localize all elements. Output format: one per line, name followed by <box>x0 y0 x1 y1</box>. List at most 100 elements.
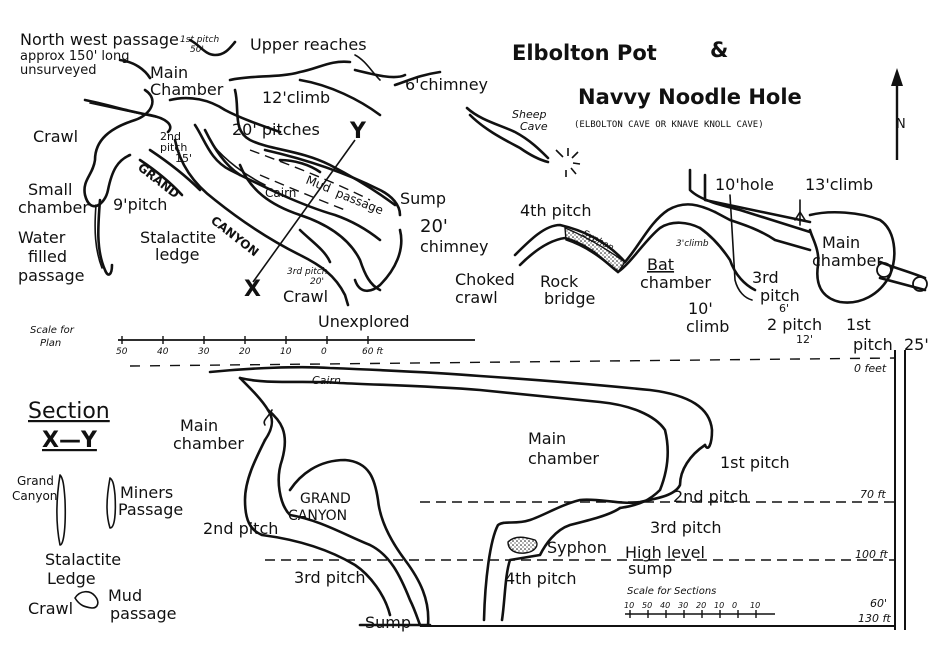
plan-label-second-pitch-2: pitch <box>160 141 187 154</box>
section-scale-tick-label: 10 <box>624 601 634 610</box>
plan-label-second-pitch-3: 15' <box>175 152 192 165</box>
plan-label-choked-1: Choked <box>455 270 515 289</box>
section-labels: Cairn Main chamber GRAND CANYON 2nd pitc… <box>173 374 790 632</box>
section-scale-label: Scale for Sections <box>627 586 716 597</box>
title-block: Elbolton Pot & Navvy Noodle Hole (ELBOLT… <box>512 38 802 130</box>
plan-label-sump-top: Sump <box>400 189 446 208</box>
legend-miners-2: Passage <box>118 500 183 519</box>
section-label-high-level-1: High level <box>625 543 705 562</box>
plan-label-water-2: filled <box>28 247 67 266</box>
legend-mud-1: Mud <box>108 586 142 605</box>
plan-label-unexplored: Unexplored <box>318 312 410 331</box>
plan-label-stalactite-1: Stalactite <box>140 228 216 247</box>
plan-elbolton-passages <box>83 38 442 307</box>
plan-scale-tick-label: 0 <box>321 347 327 357</box>
section-label-grand-canyon-1: GRAND <box>300 491 351 507</box>
plan-label-north-west-3: unsurveyed <box>20 63 96 78</box>
plan-label-two-pitch-1: 2 pitch <box>767 315 822 334</box>
plan-label-rock-2: bridge <box>544 289 595 308</box>
legend-mud-2: passage <box>110 604 176 623</box>
plan-navvy-noodle-hole <box>513 168 928 304</box>
section-label-grand-canyon-2: CANYON <box>288 508 347 524</box>
plan-label-ten-climb-1: 10' <box>688 299 713 318</box>
plan-labels: North west passage approx 150' long unsu… <box>18 30 929 354</box>
plan-label-second-pitch-1: 2nd <box>160 130 181 143</box>
plan-label-twenty-pitches: 20' pitches <box>232 120 320 139</box>
sheep-cave-entrance-icon <box>555 148 581 177</box>
plan-scale-tick-label: 60 ft <box>362 347 383 357</box>
plan-scale-label-1: Scale for <box>30 325 75 336</box>
section-label-second-pitch-right: 2nd pitch <box>673 487 748 506</box>
depth-mark-0: 0 feet <box>854 362 887 375</box>
section-label-sump: Sump <box>365 613 411 632</box>
plan-label-upper-reaches: Upper reaches <box>250 35 367 54</box>
plan-label-bat-1: Bat <box>647 255 674 274</box>
plan-label-first-pitch-top-depth: 50' <box>190 45 204 55</box>
plan-label-choked-2: crawl <box>455 288 498 307</box>
section-scale-tick-label: 0 <box>732 601 737 610</box>
section-label-cairn: Cairn <box>312 374 341 387</box>
section-profile <box>208 365 714 627</box>
plan-label-ten-hole: 10'hole <box>715 175 774 194</box>
legend-grand-2: Canyon <box>12 489 57 503</box>
section-label-main-chamber-right-1: Main <box>528 429 566 448</box>
plan-scale-label-2: Plan <box>40 338 61 349</box>
plan-label-thirteen-climb: 13'climb <box>805 175 873 194</box>
plan-scale-tick-label: 50 <box>116 347 128 357</box>
plan-label-sheep-cave-2: Cave <box>520 120 548 133</box>
plan-section-line: Y X <box>244 119 367 302</box>
section-scale-tick-label: 30 <box>678 601 688 610</box>
plan-label-six-chimney: 6'chimney <box>405 75 488 94</box>
plan-label-crawl-bottom: Crawl <box>283 287 328 306</box>
depth-mark-60: 60' <box>870 597 887 610</box>
plan-label-three-climb: 3'climb <box>676 239 709 249</box>
plan-label-north-west-1: North west passage <box>20 30 179 49</box>
title-alt-name: (ELBOLTON CAVE OR KNAVE KNOLL CAVE) <box>574 120 764 130</box>
plan-scale-tick-label: 20 <box>239 347 251 357</box>
plan-scale-bar: Scale for Plan 50 40 30 20 10 0 60 ft <box>30 325 475 357</box>
legend-crawl: Crawl <box>28 599 73 618</box>
plan-label-main-chamber-1: Main <box>150 63 188 82</box>
plan-scale-tick-label: 40 <box>157 347 169 357</box>
section-legend: Grand Canyon Miners Passage Stalactite L… <box>12 474 183 623</box>
section-title: Section <box>28 399 110 424</box>
north-arrow-icon: N <box>891 68 906 160</box>
plan-label-fourth-pitch: 4th pitch <box>520 201 592 220</box>
plan-label-water-3: passage <box>18 266 84 285</box>
plan-label-main-chamber-2: Chamber <box>150 80 224 99</box>
plan-label-nav-main-2: chamber <box>812 251 883 270</box>
section-label-third-pitch-right: 3rd pitch <box>650 518 722 537</box>
plan-label-cairn: Cairn <box>265 186 296 200</box>
section-label-second-pitch: 2nd pitch <box>203 519 278 538</box>
plan-label-nav-third-1: 3rd <box>752 268 779 287</box>
section-scale-tick-label: 10 <box>750 601 760 610</box>
plan-sheep-cave <box>465 106 581 177</box>
plan-label-nav-first-1: 1st <box>846 315 871 334</box>
plan-label-nine-pitch: 9'pitch <box>113 195 167 214</box>
plan-label-water-1: Water <box>18 228 66 247</box>
plan-label-small-chamber-1: Small <box>28 180 72 199</box>
title-line1: Elbolton Pot <box>512 41 657 65</box>
plan-label-rock-1: Rock <box>540 272 579 291</box>
plan-scale-tick-label: 30 <box>198 347 210 357</box>
plan-label-nav-first-3: 25' <box>904 335 929 354</box>
plan-label-stalactite-2: ledge <box>155 245 199 264</box>
plan-label-crawl-left: Crawl <box>33 127 78 146</box>
section-label-main-chamber-left-1: Main <box>180 416 218 435</box>
plan-label-third-pitch-2: 20' <box>310 277 324 287</box>
plan-label-nav-first-2: pitch <box>853 335 893 354</box>
plan-label-nav-main-1: Main <box>822 233 860 252</box>
plan-x-marker: X <box>244 277 261 302</box>
legend-miners-1: Miners <box>120 483 173 502</box>
plan-label-small-chamber-2: chamber <box>18 198 89 217</box>
plan-label-nav-third-3: 6' <box>779 302 789 315</box>
title-ampersand: & <box>710 38 728 62</box>
section-scale-tick-label: 40 <box>660 601 670 610</box>
plan-label-canyon: CANYON <box>208 213 261 259</box>
section-subtitle: X—Y <box>42 428 98 453</box>
section-scale-tick-label: 50 <box>642 601 652 610</box>
legend-stalactite-2: Ledge <box>47 569 96 588</box>
plan-label-twenty-chimney-2: chimney <box>420 237 488 256</box>
section-label-high-level-2: sump <box>628 559 672 578</box>
plan-scale-tick-label: 10 <box>280 347 292 357</box>
